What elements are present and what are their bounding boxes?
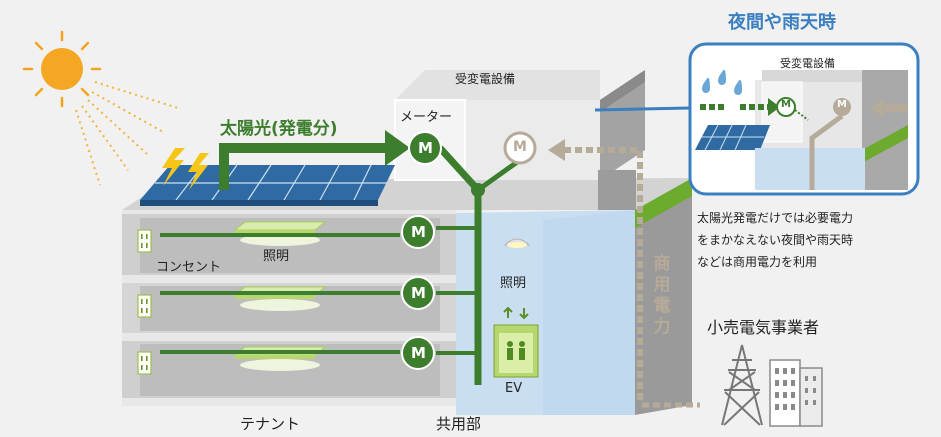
transmission-tower-icon	[721, 344, 763, 426]
ceiling-light-icon	[234, 286, 326, 312]
common-area-label: 共用部	[436, 415, 482, 433]
inset-meter-symbol: M	[837, 99, 847, 110]
outlet-icon	[137, 351, 152, 375]
ceiling-light-icon	[503, 238, 531, 248]
grid-power-char: 用	[653, 275, 671, 295]
solar-flow-label: 太陽光(発電分)	[220, 119, 338, 139]
grid-power-char: 力	[653, 317, 671, 337]
note-line: をまかなえない夜間や雨天時	[697, 233, 854, 247]
common-light-label: 照明	[500, 276, 527, 291]
solar-flow-arrow	[219, 143, 385, 190]
grid-power-line	[560, 147, 643, 400]
meter-symbol: M	[418, 139, 433, 157]
grid-power-char: 商	[653, 254, 671, 274]
elevator-label: EV	[505, 381, 523, 396]
floor-meter	[401, 336, 435, 370]
meter-symbol: M	[411, 223, 426, 241]
inset-meter-symbol: M	[781, 99, 791, 110]
note-text: 太陽光発電だけでは必要電力 をまかなえない夜間や雨天時 などは商用電力を利用	[697, 207, 853, 273]
outlet-icon	[137, 294, 152, 318]
solar-panel	[140, 164, 395, 206]
inset-substation-label: 受変電設備	[780, 57, 835, 70]
substation-label: 受変電設備	[455, 72, 516, 86]
night-rain-inset	[688, 42, 920, 196]
lightning-icon	[162, 148, 209, 190]
tenant-light-label: 照明	[263, 249, 290, 264]
meter-symbol: M	[513, 139, 527, 155]
outlet-label: コンセント	[156, 260, 222, 275]
meter-symbol: M	[411, 344, 426, 362]
grid-meter	[503, 131, 537, 165]
main-meter	[408, 131, 442, 165]
tenant-area-label: テナント	[240, 415, 301, 433]
note-line: 太陽光発電だけでは必要電力	[697, 211, 854, 225]
floor-meter	[401, 276, 435, 310]
retailer-label: 小売電気事業者	[707, 318, 820, 337]
grid-power-char: 電	[653, 296, 671, 316]
building-icon	[769, 359, 823, 427]
note-line: などは商用電力を利用	[697, 255, 818, 269]
sun-icon	[22, 30, 179, 186]
building-side-wall	[635, 178, 692, 415]
rain-drop-icon	[702, 69, 742, 95]
outlet-icon	[137, 229, 152, 253]
meter-symbol: M	[411, 284, 426, 302]
grid-power-label: 商 用 電 力	[653, 254, 671, 338]
inset-title: 夜間や雨天時	[728, 12, 836, 33]
floor-meter	[401, 215, 435, 249]
meter-label: メーター	[400, 110, 453, 125]
elevator-icon	[493, 306, 539, 378]
